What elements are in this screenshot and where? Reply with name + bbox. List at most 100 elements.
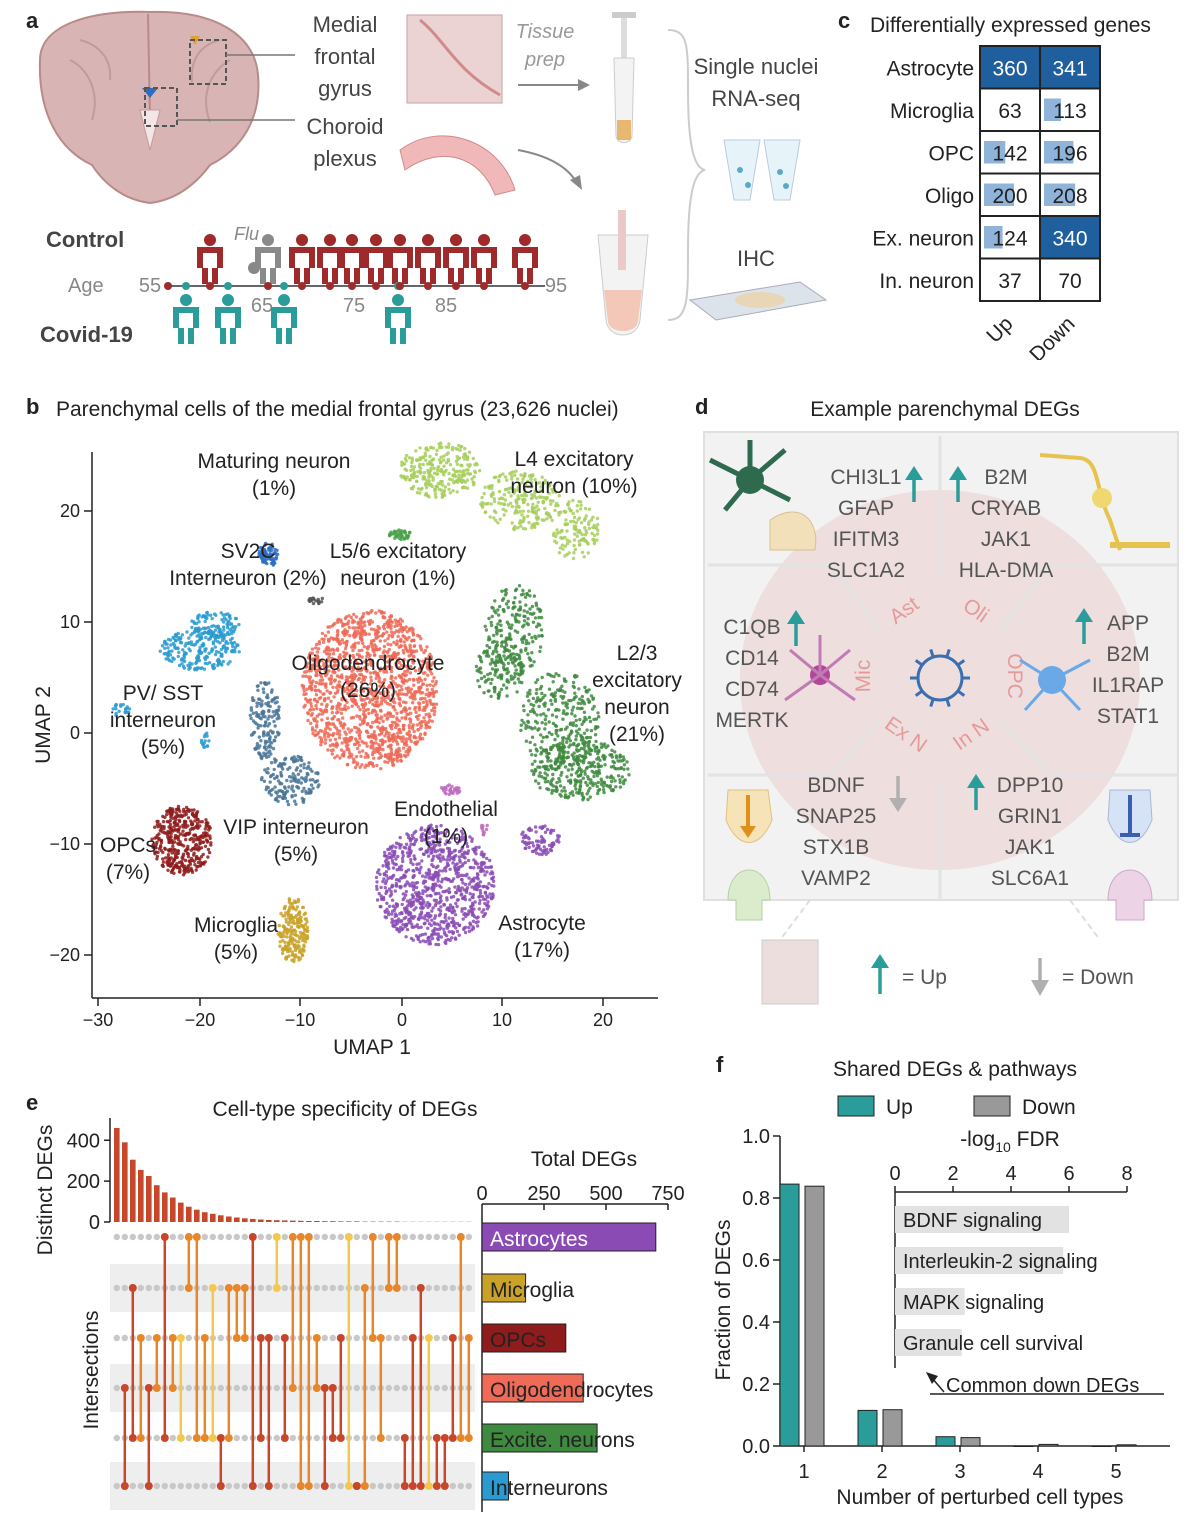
umap-point — [571, 742, 576, 747]
umap-point — [545, 517, 549, 521]
age-point — [182, 282, 190, 290]
umap-point — [281, 796, 285, 800]
umap-point — [577, 499, 581, 504]
age-point — [452, 282, 460, 290]
umap-point — [372, 736, 377, 740]
umap-point — [489, 681, 493, 686]
umap-point — [572, 762, 576, 766]
age-point — [280, 282, 288, 290]
deg-row-label: Ex. neuron — [872, 227, 974, 250]
umap-point — [567, 551, 571, 555]
umap-point — [328, 738, 332, 742]
umap-point — [211, 642, 216, 646]
umap-point — [417, 689, 422, 693]
umap-point — [202, 643, 206, 647]
umap-point — [355, 746, 360, 751]
umap-point — [546, 756, 550, 760]
umap-point — [288, 766, 292, 770]
umap-point — [563, 544, 567, 548]
umap-point — [384, 891, 388, 896]
umap-point — [594, 745, 599, 750]
umap-point — [513, 671, 517, 676]
umap-point — [551, 694, 556, 699]
umap-point — [518, 608, 522, 612]
umap-point — [574, 737, 578, 742]
umap-point — [516, 526, 520, 530]
umap-point — [378, 647, 382, 651]
umap-point — [425, 699, 429, 704]
umap-point — [528, 740, 532, 745]
umap-point — [209, 635, 213, 639]
umap-point — [554, 767, 558, 771]
umap-point — [513, 524, 517, 529]
umap-point — [168, 830, 172, 834]
umap-point — [545, 735, 549, 739]
umap-point — [429, 482, 433, 487]
umap-point — [489, 694, 493, 699]
umap-point — [182, 666, 186, 670]
umap-point — [546, 759, 550, 763]
umap-point — [273, 735, 278, 739]
umap-point — [513, 596, 517, 600]
umap-point — [383, 910, 388, 914]
umap-point — [530, 474, 535, 478]
umap-point — [580, 550, 585, 555]
umap-point — [408, 671, 412, 675]
umap-point — [482, 651, 486, 655]
umap-point — [229, 622, 233, 626]
umap-point — [542, 481, 547, 485]
umap-point — [263, 549, 267, 553]
umap-point — [381, 615, 385, 620]
umap-point — [592, 743, 596, 748]
umap-point — [577, 539, 581, 543]
umap-point — [354, 702, 358, 707]
umap-point — [290, 916, 294, 921]
umap-point — [317, 601, 321, 605]
umap-point — [203, 631, 208, 635]
umap-point — [424, 692, 428, 697]
umap-point — [191, 827, 195, 831]
umap-point — [455, 490, 459, 494]
umap-point — [507, 490, 511, 494]
age-tick-85: 85 — [435, 295, 457, 317]
umap-point — [569, 773, 574, 777]
umap-point — [525, 621, 529, 625]
umap-point — [315, 714, 319, 718]
umap-point — [157, 836, 161, 841]
umap-point — [336, 718, 340, 722]
umap-point — [192, 833, 196, 837]
umap-point — [418, 940, 422, 944]
umap-point — [430, 679, 435, 683]
umap-point — [530, 727, 534, 731]
umap-point — [262, 710, 266, 714]
umap-point — [395, 716, 399, 720]
umap-point — [560, 770, 564, 775]
umap-point — [407, 706, 412, 711]
umap-point — [204, 818, 208, 822]
umap-point — [396, 532, 400, 536]
umap-point — [413, 857, 417, 861]
umap-point — [592, 533, 597, 538]
umap-point — [159, 827, 163, 831]
umap-point — [347, 625, 351, 630]
umap-point — [494, 663, 498, 668]
umap-point — [539, 733, 543, 737]
tissue-prep-line2: prep — [524, 49, 565, 71]
umap-point — [503, 657, 508, 661]
umap-point — [387, 731, 391, 735]
umap-point — [505, 686, 509, 690]
umap-point — [594, 739, 598, 744]
umap-point — [410, 638, 414, 643]
umap-point — [428, 454, 432, 459]
umap-point — [521, 625, 525, 629]
umap-point — [401, 854, 405, 858]
umap-point — [516, 677, 520, 681]
umap-point — [163, 646, 167, 650]
umap-point — [187, 636, 191, 640]
umap-point — [274, 797, 278, 801]
umap-point — [402, 916, 406, 921]
umap-point — [337, 680, 341, 684]
umap-point — [450, 478, 455, 482]
umap-point — [355, 763, 359, 767]
umap-point — [448, 491, 452, 495]
